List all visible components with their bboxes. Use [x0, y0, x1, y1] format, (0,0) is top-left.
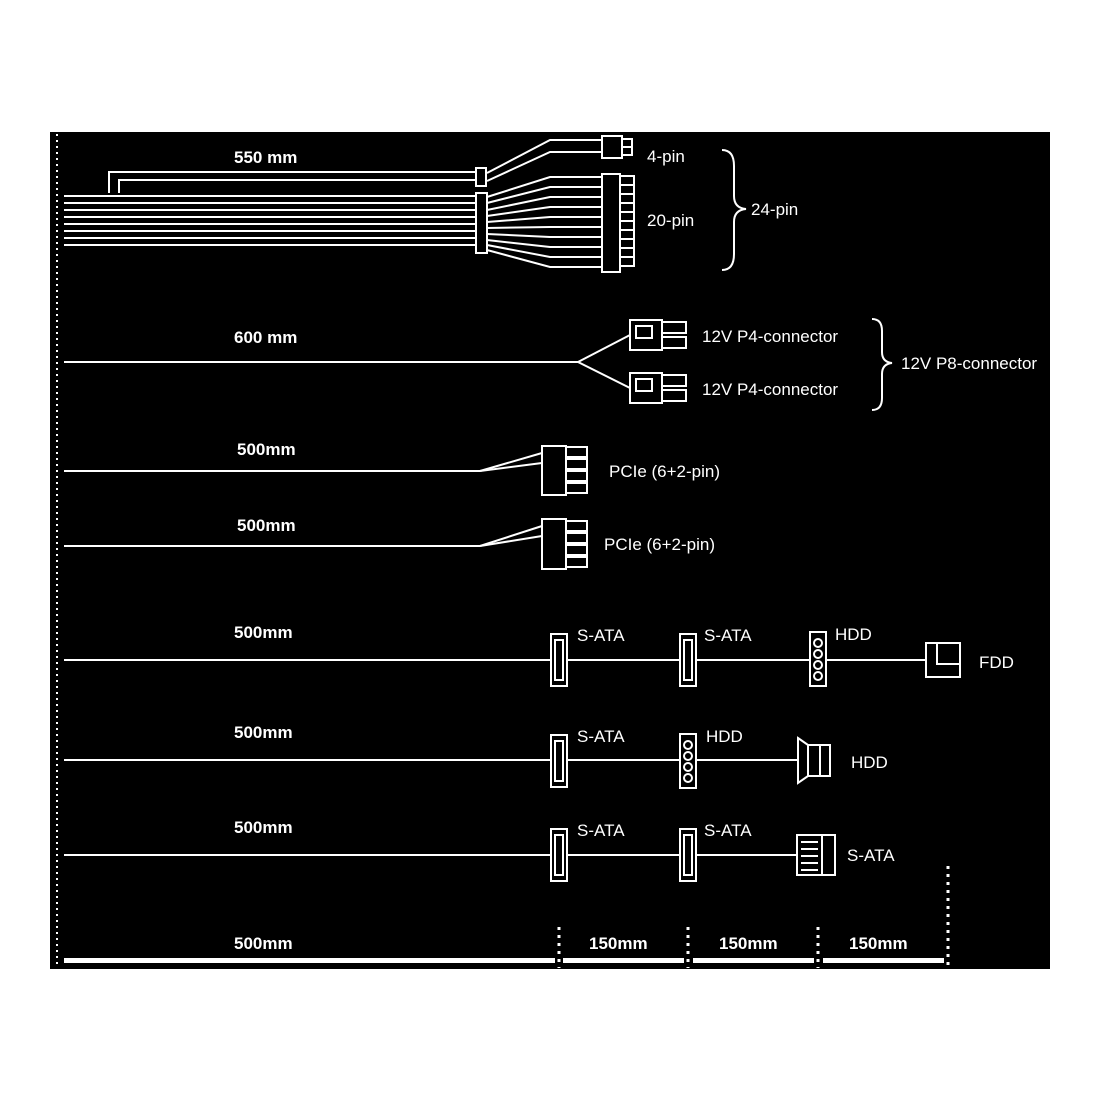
- sata-connector-icon: [679, 828, 697, 882]
- pcie-cable-1-length: 500mm: [237, 440, 296, 459]
- molex-connector-icon: [679, 733, 697, 789]
- peripheral-1-connector-3-label: HDD: [835, 625, 872, 644]
- pcie-connector-2-label: PCIe (6+2-pin): [604, 535, 715, 554]
- peripheral-cable-1-length: 500mm: [234, 623, 293, 642]
- cpu-cable: [64, 318, 893, 411]
- pcie-connector-1-label: PCIe (6+2-pin): [609, 462, 720, 481]
- scale-segment-1-label: 150mm: [589, 934, 648, 953]
- sata-connector-1-label: S-ATA: [577, 821, 625, 840]
- atx-cable: [64, 135, 747, 273]
- peripheral-cable-2-length: 500mm: [234, 723, 293, 742]
- atx-24pin-label: 24-pin: [751, 200, 798, 219]
- sata-cable: [64, 828, 836, 882]
- scale-segment-2-label: 150mm: [719, 934, 778, 953]
- peripheral-2-connector-1-label: S-ATA: [577, 727, 625, 746]
- scale-main-label: 500mm: [234, 934, 293, 953]
- atx-cable-length: 550 mm: [234, 148, 297, 167]
- peripheral-cable-2: [64, 733, 831, 789]
- atx-4pin-connector: [601, 135, 633, 159]
- cpu-brace: [871, 318, 893, 411]
- atx-20pin-label: 20-pin: [647, 211, 694, 230]
- cpu-p4-connector-top: [629, 319, 687, 351]
- peripheral-1-connector-1-label: S-ATA: [577, 626, 625, 645]
- sata-cable-length: 500mm: [234, 818, 293, 837]
- peripheral-2-connector-2-label: HDD: [706, 727, 743, 746]
- pcie-cable-1: [64, 445, 588, 496]
- hdd-molex-plug-icon: [797, 736, 831, 785]
- sata-connector-3-label: S-ATA: [847, 846, 895, 865]
- atx-4pin-label: 4-pin: [647, 147, 685, 166]
- atx-20pin-connector: [601, 173, 635, 273]
- sata-connector-2-label: S-ATA: [704, 821, 752, 840]
- length-scale: [64, 866, 950, 968]
- peripheral-1-connector-2-label: S-ATA: [704, 626, 752, 645]
- peripheral-2-connector-3-label: HDD: [851, 753, 888, 772]
- cpu-p4-label-top: 12V P4-connector: [702, 327, 838, 346]
- atx-brace: [721, 149, 747, 271]
- cpu-cable-length: 600 mm: [234, 328, 297, 347]
- cpu-p4-connector-bottom: [629, 372, 687, 404]
- pcie-cable-2-length: 500mm: [237, 516, 296, 535]
- sata-connector-icon: [550, 633, 568, 687]
- fdd-connector-icon: [925, 642, 961, 678]
- sata-connector-icon: [679, 633, 697, 687]
- sata-plug-icon: [796, 834, 836, 876]
- molex-connector-icon: [809, 631, 827, 687]
- sata-connector-icon: [550, 734, 568, 788]
- pcie-cable-2: [64, 518, 588, 570]
- cpu-p4-label-bottom: 12V P4-connector: [702, 380, 838, 399]
- peripheral-1-connector-4-label: FDD: [979, 653, 1014, 672]
- scale-segment-3-label: 150mm: [849, 934, 908, 953]
- sata-connector-icon: [550, 828, 568, 882]
- peripheral-cable-1: [64, 631, 961, 687]
- cpu-p8-label: 12V P8-connector: [901, 354, 1037, 373]
